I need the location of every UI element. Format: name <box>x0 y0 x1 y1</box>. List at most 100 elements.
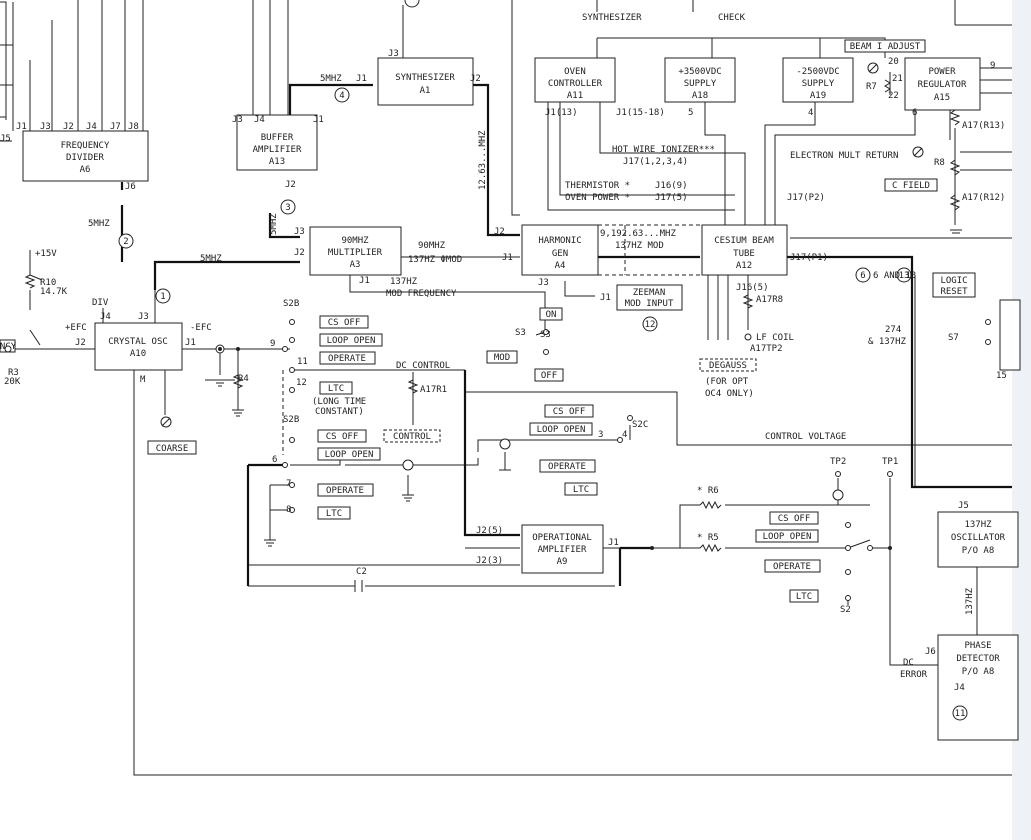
svg-text:A17TP2: A17TP2 <box>750 344 783 354</box>
svg-text:DEGAUSS: DEGAUSS <box>709 361 747 371</box>
svg-text:4: 4 <box>339 91 344 101</box>
svg-text:5MHZ: 5MHZ <box>269 213 279 235</box>
svg-text:12.63...MHZ: 12.63...MHZ <box>478 130 488 190</box>
svg-text:MOD: MOD <box>494 353 510 363</box>
svg-text:BUFFER: BUFFER <box>261 133 294 143</box>
block-operational-amplifier: OPERATIONAL AMPLIFIER A9 <box>521 524 604 574</box>
svg-text:LTC: LTC <box>326 509 342 519</box>
svg-text:& 137HZ: & 137HZ <box>868 337 907 347</box>
svg-text:J1: J1 <box>608 538 619 548</box>
block-harmonic-gen: HARMONIC GEN A4 <box>521 224 599 276</box>
svg-text:DIV: DIV <box>92 298 109 308</box>
thin-wiring <box>0 0 1012 776</box>
svg-text:CHECK: CHECK <box>718 13 746 23</box>
svg-text:A6: A6 <box>80 165 91 175</box>
svg-text:DIVIDER: DIVIDER <box>66 153 105 163</box>
svg-text:J1(15-18): J1(15-18) <box>616 108 665 118</box>
switch-label-boxes: CS OFF LOOP OPEN OPERATE LTC CS OFF LOOP… <box>0 39 976 603</box>
svg-text:J1: J1 <box>359 276 370 286</box>
svg-text:P/O A8: P/O A8 <box>962 546 995 556</box>
svg-text:5MHZ: 5MHZ <box>200 254 222 264</box>
dashed-boundaries <box>598 224 700 276</box>
svg-text:7: 7 <box>286 479 291 489</box>
svg-text:POWER: POWER <box>928 67 956 77</box>
svg-text:9,192.63...MHZ: 9,192.63...MHZ <box>600 229 676 239</box>
svg-text:J2(5): J2(5) <box>476 526 503 536</box>
svg-text:J3: J3 <box>388 49 399 59</box>
svg-text:(FOR OPT: (FOR OPT <box>705 377 749 387</box>
svg-text:13: 13 <box>899 271 910 281</box>
svg-text:20K: 20K <box>4 377 21 387</box>
svg-text:J3: J3 <box>40 122 51 132</box>
svg-text:LOOP OPEN: LOOP OPEN <box>327 336 376 346</box>
svg-text:AMPLIFIER: AMPLIFIER <box>253 145 302 155</box>
svg-text:J6: J6 <box>925 647 936 657</box>
svg-text:LTC: LTC <box>328 384 344 394</box>
svg-text:J2: J2 <box>494 227 505 237</box>
svg-text:* R5: * R5 <box>697 533 719 543</box>
svg-text:A9: A9 <box>557 557 568 567</box>
svg-text:1: 1 <box>160 292 165 302</box>
svg-text:5MHZ: 5MHZ <box>88 219 110 229</box>
svg-text:A13: A13 <box>269 157 285 167</box>
svg-text:J4: J4 <box>954 683 965 693</box>
svg-text:(LONG TIME: (LONG TIME <box>312 397 366 407</box>
svg-text:3: 3 <box>285 203 290 213</box>
svg-text:DC CONTROL: DC CONTROL <box>396 361 450 371</box>
svg-text:J16(5): J16(5) <box>736 283 769 293</box>
svg-text:CS OFF: CS OFF <box>553 407 586 417</box>
svg-text:TP2: TP2 <box>830 457 846 467</box>
svg-text:TP1: TP1 <box>882 457 898 467</box>
svg-text:REGULATOR: REGULATOR <box>918 80 967 90</box>
svg-text:J1: J1 <box>600 293 611 303</box>
svg-text:-2500VDC: -2500VDC <box>796 67 839 77</box>
svg-text:CONTROL VOLTAGE: CONTROL VOLTAGE <box>765 432 846 442</box>
svg-text:LOOP OPEN: LOOP OPEN <box>537 425 586 435</box>
svg-text:S3: S3 <box>540 330 551 340</box>
svg-text:12: 12 <box>296 378 307 388</box>
svg-text:J1: J1 <box>313 115 324 125</box>
svg-text:OVEN: OVEN <box>564 67 586 77</box>
svg-text:S2B: S2B <box>283 299 299 309</box>
svg-text:OPERATE: OPERATE <box>326 486 364 496</box>
svg-text:CONTROL: CONTROL <box>393 432 431 442</box>
svg-text:9: 9 <box>270 339 275 349</box>
svg-text:6: 6 <box>272 455 277 465</box>
svg-text:LTC: LTC <box>796 592 812 602</box>
svg-text:+EFC: +EFC <box>65 323 87 333</box>
svg-text:S2: S2 <box>840 605 851 615</box>
block-3500vdc-supply: +3500VDC SUPPLY A18 <box>664 57 736 103</box>
svg-text:OVEN POWER *: OVEN POWER * <box>565 193 630 203</box>
svg-text:R3: R3 <box>8 368 19 378</box>
block-buffer-amplifier: BUFFER AMPLIFIER A13 <box>236 114 318 171</box>
block-phase-detector: PHASE DETECTOR P/O A8 <box>937 634 1019 741</box>
svg-text:A18: A18 <box>692 91 708 101</box>
svg-text:R7: R7 <box>866 82 877 92</box>
svg-text:S2C: S2C <box>632 420 648 430</box>
svg-text:J8: J8 <box>128 122 139 132</box>
svg-text:11: 11 <box>297 357 308 367</box>
svg-text:A17R1: A17R1 <box>420 385 447 395</box>
svg-text:J5: J5 <box>0 134 11 144</box>
svg-text:RESET: RESET <box>940 287 968 297</box>
block-2500vdc-supply: -2500VDC SUPPLY A19 <box>782 57 854 103</box>
svg-text:J1(13): J1(13) <box>545 108 578 118</box>
block-logic-edge <box>999 299 1021 371</box>
svg-text:12: 12 <box>645 320 656 330</box>
svg-text:FREQUENCY: FREQUENCY <box>61 141 110 151</box>
svg-text:137HZ ΦMOD: 137HZ ΦMOD <box>408 255 462 265</box>
block-freq-divider: FREQUENCY DIVIDER A6 <box>22 130 149 182</box>
svg-text:J17(1,2,3,4): J17(1,2,3,4) <box>623 157 688 167</box>
svg-text:J2: J2 <box>294 248 305 258</box>
svg-text:J2: J2 <box>285 180 296 190</box>
svg-text:J3: J3 <box>138 312 149 322</box>
block-power-regulator: POWER REGULATOR A15 <box>904 57 981 111</box>
svg-text:21: 21 <box>892 74 903 84</box>
thick-signal-paths <box>120 83 1012 586</box>
svg-text:R10: R10 <box>40 278 56 288</box>
svg-text:11: 11 <box>955 709 966 719</box>
svg-text:P/O A8: P/O A8 <box>962 667 995 677</box>
svg-text:PHASE: PHASE <box>964 641 991 651</box>
svg-text:A3: A3 <box>350 260 361 270</box>
svg-text:A17(R12): A17(R12) <box>962 193 1005 203</box>
